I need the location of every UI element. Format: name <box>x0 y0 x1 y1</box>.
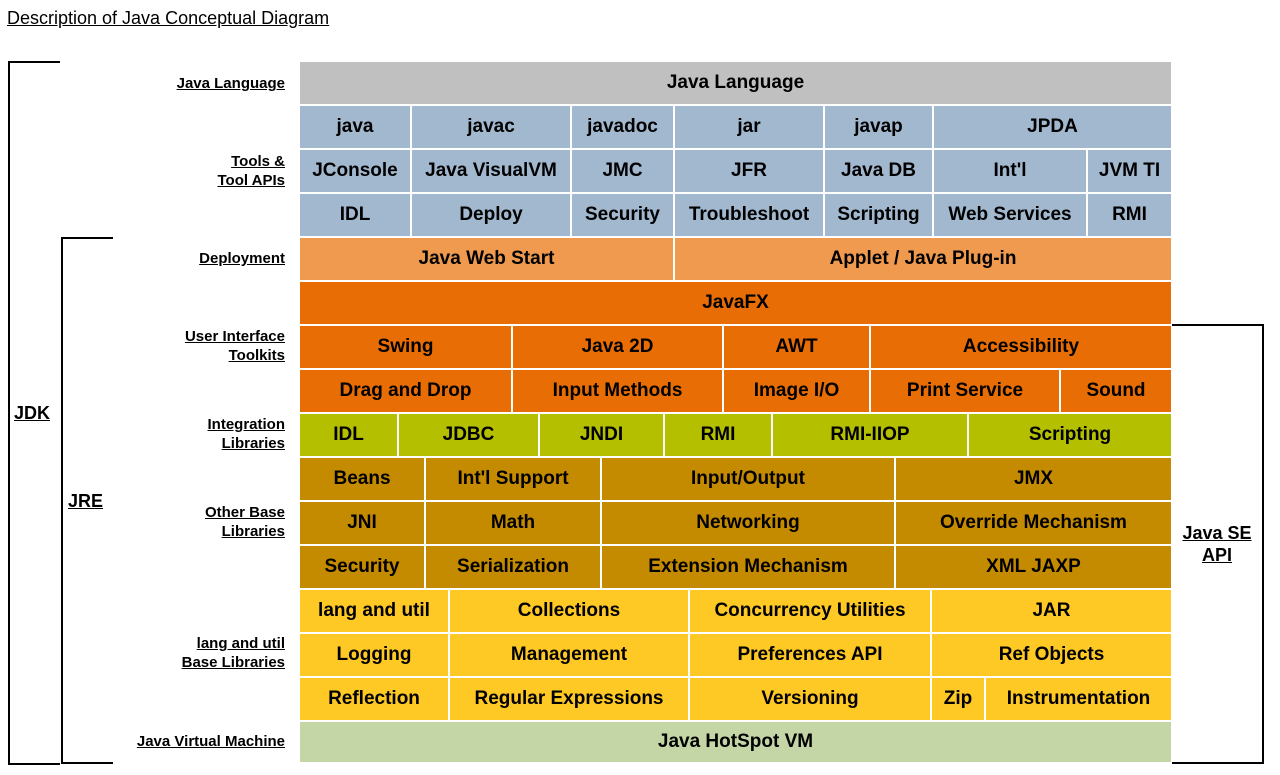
cell-javadoc[interactable]: javadoc <box>571 105 674 149</box>
row-label-deployment[interactable]: Deployment <box>199 250 285 267</box>
cell-sound[interactable]: Sound <box>1060 369 1172 413</box>
cell-xml-jaxp[interactable]: XML JAXP <box>895 545 1172 589</box>
cell-jni[interactable]: JNI <box>299 501 425 545</box>
cell-zip[interactable]: Zip <box>931 677 985 721</box>
cell-jfr[interactable]: JFR <box>674 149 824 193</box>
cell-jmc[interactable]: JMC <box>571 149 674 193</box>
cell-image-io[interactable]: Image I/O <box>723 369 870 413</box>
row-label-java-language[interactable]: Java Language <box>176 75 285 92</box>
cell-serialization[interactable]: Serialization <box>425 545 601 589</box>
cell-javac[interactable]: javac <box>411 105 571 149</box>
cell-print-service[interactable]: Print Service <box>870 369 1060 413</box>
cell-deploy[interactable]: Deploy <box>411 193 571 237</box>
cell-jndi[interactable]: JNDI <box>539 413 664 457</box>
cell-networking[interactable]: Networking <box>601 501 895 545</box>
cell-web-services[interactable]: Web Services <box>933 193 1087 237</box>
cell-reflection[interactable]: Reflection <box>299 677 449 721</box>
cell-javap[interactable]: javap <box>824 105 933 149</box>
cell-versioning[interactable]: Versioning <box>689 677 931 721</box>
cell-swing[interactable]: Swing <box>299 325 512 369</box>
java-se-api-bracket <box>1172 324 1264 764</box>
cell-concurrency-utilities[interactable]: Concurrency Utilities <box>689 589 931 633</box>
jdk-label[interactable]: JDK <box>12 402 53 424</box>
cell-scripting[interactable]: Scripting <box>968 413 1172 457</box>
cell-java-hotspot-vm[interactable]: Java HotSpot VM <box>299 721 1172 763</box>
diagram-description-link[interactable]: Description of Java Conceptual Diagram <box>7 8 330 28</box>
cell-ref-objects[interactable]: Ref Objects <box>931 633 1172 677</box>
cell-rmi-tool[interactable]: RMI <box>1087 193 1172 237</box>
cell-jar[interactable]: jar <box>674 105 824 149</box>
cell-jconsole[interactable]: JConsole <box>299 149 411 193</box>
cell-intl[interactable]: Int'l <box>933 149 1087 193</box>
cell-applet-plugin[interactable]: Applet / Java Plug-in <box>674 237 1172 281</box>
row-label-other-base[interactable]: Other Base Libraries <box>204 504 285 540</box>
cell-security-tool[interactable]: Security <box>571 193 674 237</box>
cell-input-methods[interactable]: Input Methods <box>512 369 723 413</box>
cell-extension-mechanism[interactable]: Extension Mechanism <box>601 545 895 589</box>
cell-troubleshoot[interactable]: Troubleshoot <box>674 193 824 237</box>
row-label-jvm[interactable]: Java Virtual Machine <box>136 733 285 750</box>
cell-jdbc[interactable]: JDBC <box>398 413 539 457</box>
cell-java-language[interactable]: Java Language <box>299 61 1172 105</box>
cell-preferences-api[interactable]: Preferences API <box>689 633 931 677</box>
cell-override-mechanism[interactable]: Override Mechanism <box>895 501 1172 545</box>
cell-instrumentation[interactable]: Instrumentation <box>985 677 1172 721</box>
cell-idl-tool[interactable]: IDL <box>299 193 411 237</box>
cell-collections[interactable]: Collections <box>449 589 689 633</box>
cell-java-2d[interactable]: Java 2D <box>512 325 723 369</box>
cell-beans[interactable]: Beans <box>299 457 425 501</box>
cell-javafx[interactable]: JavaFX <box>299 281 1172 325</box>
cell-idl[interactable]: IDL <box>299 413 398 457</box>
cell-math[interactable]: Math <box>425 501 601 545</box>
jre-bracket <box>61 237 113 764</box>
cell-logging[interactable]: Logging <box>299 633 449 677</box>
cell-java-visualvm[interactable]: Java VisualVM <box>411 149 571 193</box>
cell-rmi[interactable]: RMI <box>664 413 772 457</box>
cell-jar-lib[interactable]: JAR <box>931 589 1172 633</box>
cell-input-output[interactable]: Input/Output <box>601 457 895 501</box>
cell-scripting-tool[interactable]: Scripting <box>824 193 933 237</box>
cell-accessibility[interactable]: Accessibility <box>870 325 1172 369</box>
row-label-tools[interactable]: Tools & Tool APIs <box>217 153 286 189</box>
java-se-api-label[interactable]: Java SE API <box>1174 522 1260 566</box>
cell-java-db[interactable]: Java DB <box>824 149 933 193</box>
row-label-integration[interactable]: Integration Libraries <box>207 416 286 452</box>
cell-regular-expressions[interactable]: Regular Expressions <box>449 677 689 721</box>
cell-management[interactable]: Management <box>449 633 689 677</box>
row-label-lang-util-base[interactable]: lang and util Base Libraries <box>181 635 285 671</box>
cell-security[interactable]: Security <box>299 545 425 589</box>
cell-rmi-iiop[interactable]: RMI-IIOP <box>772 413 968 457</box>
cell-jmx[interactable]: JMX <box>895 457 1172 501</box>
cell-drag-and-drop[interactable]: Drag and Drop <box>299 369 512 413</box>
cell-java[interactable]: java <box>299 105 411 149</box>
jre-label[interactable]: JRE <box>66 490 106 512</box>
cell-jpda[interactable]: JPDA <box>933 105 1172 149</box>
cell-awt[interactable]: AWT <box>723 325 870 369</box>
cell-jvm-ti[interactable]: JVM TI <box>1087 149 1172 193</box>
cell-intl-support[interactable]: Int'l Support <box>425 457 601 501</box>
cell-java-web-start[interactable]: Java Web Start <box>299 237 674 281</box>
jdk-bracket <box>8 61 60 765</box>
row-label-ui-toolkits[interactable]: User Interface Toolkits <box>184 328 285 364</box>
cell-lang-and-util[interactable]: lang and util <box>299 589 449 633</box>
